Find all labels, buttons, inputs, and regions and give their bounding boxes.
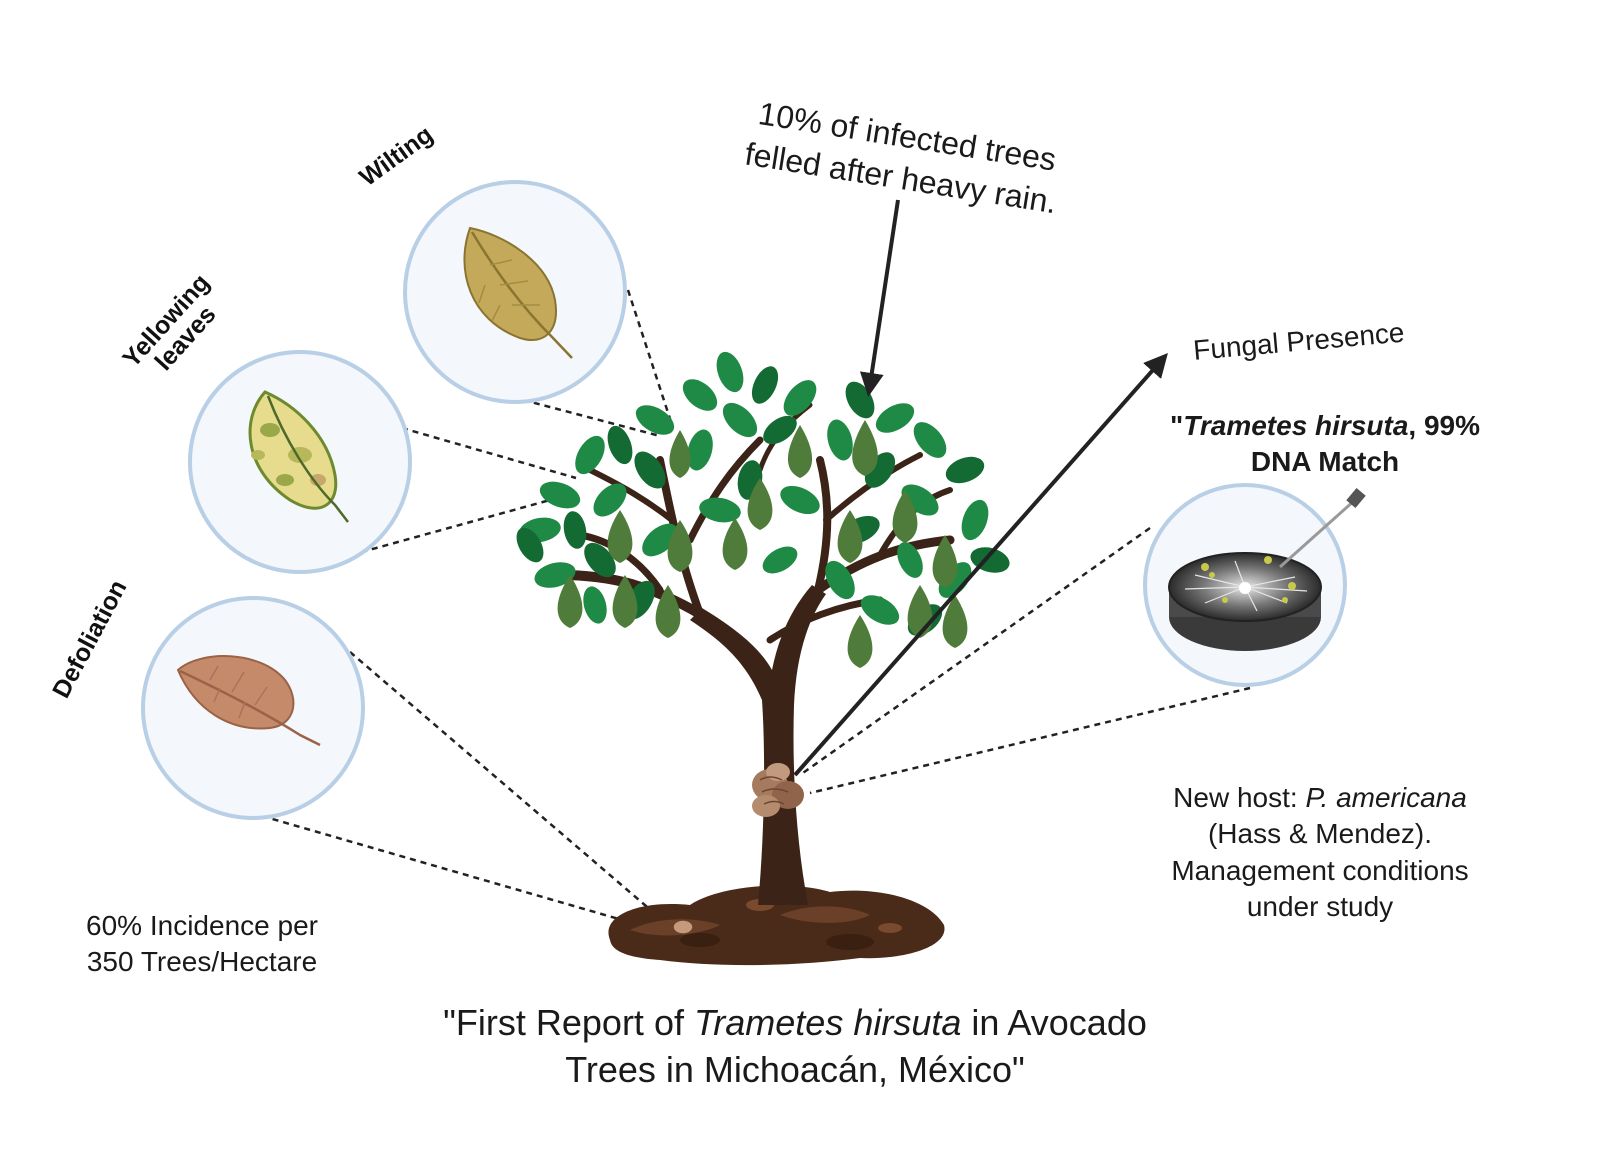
incidence-line1: 60% Incidence per <box>86 910 318 941</box>
host-line2: (Hass & Mendez). <box>1207 818 1433 850</box>
connector-yellowing-a <box>401 426 577 480</box>
title-prefix: "First Report of <box>443 1002 694 1043</box>
connector-yellowing-b <box>339 498 551 560</box>
tree-trunk <box>690 585 826 905</box>
connector-defoliation-b <box>261 814 651 930</box>
connector-fungus-b <box>809 686 1251 795</box>
title-suffix: in Avocado <box>961 1002 1147 1043</box>
yellowing-leaf-icon <box>248 390 349 523</box>
defoliation-bubble <box>141 596 365 820</box>
host-line3: Management conditions <box>1171 854 1469 886</box>
host-line1-prefix: New host: <box>1173 782 1306 813</box>
connector-fungus-a <box>799 526 1151 777</box>
wilted-leaf-icon <box>463 226 573 359</box>
wilting-bubble <box>403 180 627 404</box>
dna-quote-open: " <box>1169 410 1184 441</box>
dna-match-line2: DNA Match <box>1250 446 1400 478</box>
felled-arrow <box>859 199 900 397</box>
incidence-line2: 350 Trees/Hectare <box>86 946 318 978</box>
host-species: P. americana <box>1305 782 1467 813</box>
yellowing-bubble <box>188 350 412 574</box>
figure-title: "First Report of Trametes hirsuta in Avo… <box>330 1000 1260 1094</box>
connector-wilting-a <box>626 289 674 426</box>
connector-lines <box>261 289 1251 930</box>
fungal-presence-arrow <box>793 353 1168 777</box>
dry-leaf-icon <box>176 655 321 747</box>
incidence-note: 60% Incidence per 350 Trees/Hectare <box>52 908 352 981</box>
fungus-on-trunk <box>752 763 804 817</box>
connector-defoliation-a <box>349 651 661 919</box>
title-line2: Trees in Michoacán, México" <box>565 1048 1025 1090</box>
new-host-note: New host: P. americana (Hass & Mendez). … <box>1140 780 1500 926</box>
petri-dish-icon <box>1168 488 1366 651</box>
host-line4: under study <box>1246 891 1394 923</box>
dna-species: Trametes hirsuta <box>1183 410 1409 441</box>
dna-match-percent: , 99% <box>1408 410 1481 441</box>
avocado-fruits <box>557 420 968 668</box>
title-species: Trametes hirsuta <box>693 1002 962 1043</box>
petri-dish-bubble <box>1143 483 1366 687</box>
avocado-tree <box>516 351 1010 966</box>
dna-match-label: "Trametes hirsuta, 99% DNA Match <box>1155 408 1495 481</box>
